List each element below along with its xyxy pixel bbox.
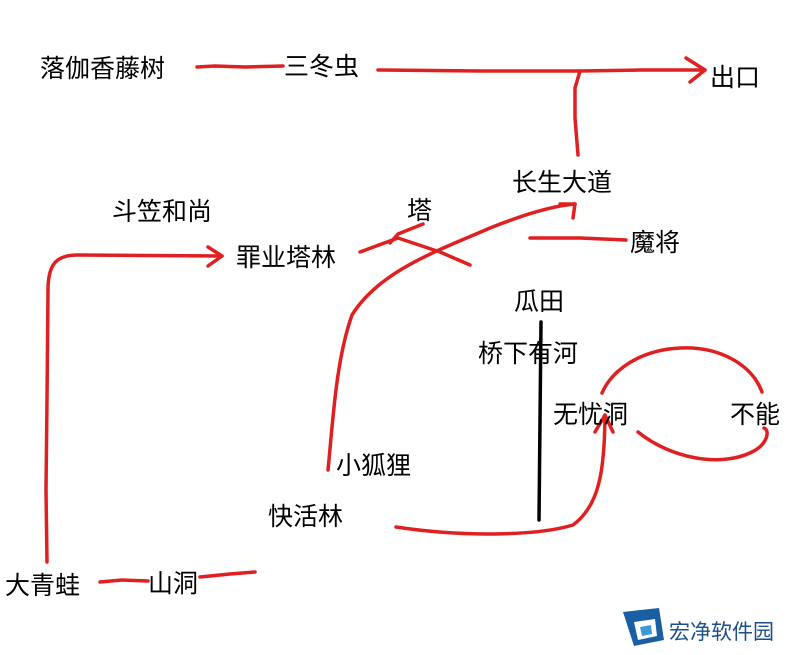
node-qiaoxia-youhe: 桥下有河: [478, 339, 578, 368]
vertical-divider-line: [537, 320, 543, 522]
node-xiaohuli: 小狐狸: [336, 451, 411, 480]
watermark-text: 宏净软件园: [669, 620, 774, 644]
edge-zuiye-to-road: [358, 236, 472, 267]
node-guatian: 瓜田: [514, 287, 564, 316]
edge-ta-to-road: [388, 222, 425, 245]
arrowhead-wuyou: [593, 413, 615, 434]
edge-sandong-to-exit: [376, 68, 707, 73]
node-changsheng-dadao: 长生大道: [512, 168, 612, 197]
arrowhead-changsheng: [558, 202, 577, 220]
node-zuiye-talin: 罪业塔林: [236, 243, 336, 272]
edge-wuyou-buneng-upper: [600, 346, 764, 395]
arrowhead-zuiye: [206, 245, 224, 268]
edge-changsheng-to-main: [573, 69, 582, 157]
node-chukou: 出口: [710, 63, 760, 92]
edge-daqingwa-to-zuiye: [44, 253, 224, 564]
edge-luojia-to-sandong: [195, 64, 285, 69]
node-buneng: 不能: [730, 400, 780, 429]
edge-daqingwa-to-shandong: [98, 578, 150, 584]
edge-wuyou-buneng-lower: [636, 426, 769, 462]
node-ta: 塔: [407, 196, 432, 225]
edge-xiaohuli-to-changsheng: [326, 202, 577, 472]
arrowhead-exit: [684, 56, 707, 84]
node-luojia-xiangteng-shu: 落伽香藤树: [40, 54, 165, 83]
node-shandong: 山洞: [148, 569, 198, 598]
shield-logo-icon: [623, 608, 664, 646]
edge-mojiang-to-road: [528, 236, 628, 242]
node-wuyou-dong: 无忧洞: [553, 400, 628, 429]
node-daqingwa: 大青蛙: [5, 571, 80, 600]
edge-kuaihuolin-to-wuyou: [394, 416, 607, 536]
node-kuaihuolin: 快活林: [268, 502, 343, 531]
node-mojiang: 魔将: [630, 228, 680, 257]
node-douli-heshang: 斗笠和尚: [112, 197, 212, 226]
edge-shandong-to-right: [198, 570, 257, 579]
node-sandong-chong: 三冬虫: [284, 52, 359, 81]
watermark: 宏净软件园: [598, 604, 799, 655]
